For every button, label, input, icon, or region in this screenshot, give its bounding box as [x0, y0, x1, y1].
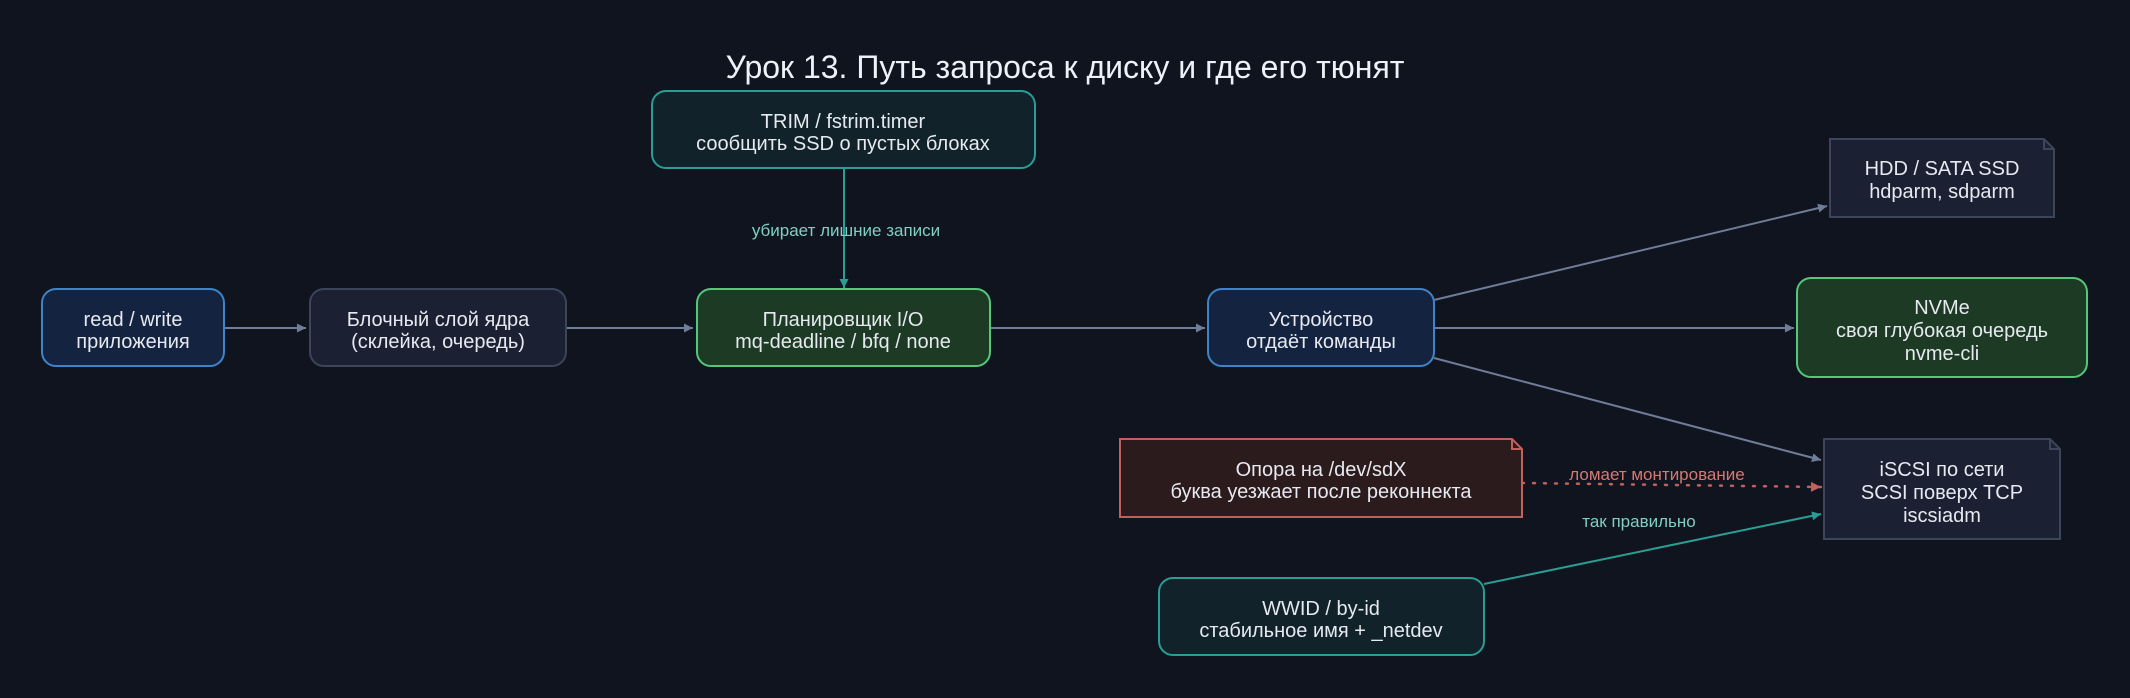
svg-text:nvme-cli: nvme-cli [1905, 343, 1979, 365]
svg-text:WWID / by-id: WWID / by-id [1262, 598, 1380, 620]
svg-text:буква уезжает после реконнекта: буква уезжает после реконнекта [1170, 481, 1472, 503]
svg-text:(склейка, очередь): (склейка, очередь) [351, 331, 525, 353]
svg-text:NVMe: NVMe [1914, 297, 1970, 319]
edge-label-trim-sched: убирает лишние записи [752, 221, 940, 240]
node-nvme: NVMe своя глубокая очередь nvme-cli [1796, 277, 2088, 378]
node-wwid: WWID / by-id стабильное имя + _netdev [1158, 577, 1485, 656]
svg-text:iSCSI по сети: iSCSI по сети [1880, 459, 2005, 481]
node-device: Устройство отдаёт команды [1207, 288, 1435, 367]
edge-label-wwid-iscsi: так правильно [1582, 512, 1695, 531]
node-nvme-line-1: NVMe [1914, 297, 1970, 319]
note-iscsi: iSCSI по сети SCSI поверх TCP iscsiadm [1823, 438, 2061, 540]
svg-text:read / write: read / write [84, 309, 183, 331]
node-nvme-line-3: nvme-cli [1905, 343, 1979, 365]
node-block-line-2: (склейка, очередь) [351, 331, 525, 353]
node-app: read / write приложения [41, 288, 225, 367]
svg-text:отдаёт команды: отдаёт команды [1246, 331, 1396, 353]
node-wwid-line-2: стабильное имя + _netdev [1199, 620, 1442, 642]
svg-text:HDD / SATA SSD: HDD / SATA SSD [1865, 158, 2020, 180]
note-sdx-line-2: буква уезжает после реконнекта [1170, 481, 1472, 503]
note-hdd-line-2: hdparm, sdparm [1869, 181, 2015, 203]
svg-text:сообщить SSD о пустых блоках: сообщить SSD о пустых блоках [696, 133, 990, 155]
svg-text:Планировщик I/O: Планировщик I/O [763, 309, 924, 331]
note-iscsi-line-3: iscsiadm [1903, 505, 1981, 527]
node-trim-line-1: TRIM / fstrim.timer [761, 111, 926, 133]
svg-text:Устройство: Устройство [1269, 309, 1374, 331]
edge-wwid-iscsi [1483, 511, 1822, 585]
node-block-layer: Блочный слой ядра (склейка, очередь) [309, 288, 567, 367]
svg-text:своя глубокая очередь: своя глубокая очередь [1836, 320, 2048, 342]
note-hdd-line-1: HDD / SATA SSD [1865, 158, 2020, 180]
note-sdx-line-1: Опора на /dev/sdX [1236, 459, 1407, 481]
node-trim: TRIM / fstrim.timer сообщить SSD о пусты… [651, 90, 1036, 169]
svg-text:Блочный слой ядра: Блочный слой ядра [347, 309, 530, 331]
node-sched-line-1: Планировщик I/O [763, 309, 924, 331]
node-io-scheduler: Планировщик I/O mq-deadline / bfq / none [696, 288, 991, 367]
note-hdd: HDD / SATA SSD hdparm, sdparm [1829, 138, 2055, 218]
edge-dev-iscsi [1433, 357, 1822, 463]
node-trim-line-2: сообщить SSD о пустых блоках [696, 133, 990, 155]
node-nvme-line-2: своя глубокая очередь [1836, 320, 2048, 342]
note-iscsi-line-1: iSCSI по сети [1880, 459, 2005, 481]
svg-text:TRIM / fstrim.timer: TRIM / fstrim.timer [761, 111, 926, 133]
node-app-line-1: read / write [84, 309, 183, 331]
node-dev-line-2: отдаёт команды [1246, 331, 1396, 353]
node-app-line-2: приложения [76, 331, 189, 353]
node-dev-line-1: Устройство [1269, 309, 1374, 331]
edge-label-sdx-iscsi: ломает монтирование [1569, 465, 1744, 484]
edges [224, 168, 1828, 585]
svg-text:hdparm, sdparm: hdparm, sdparm [1869, 181, 2015, 203]
svg-text:приложения: приложения [76, 331, 189, 353]
svg-text:iscsiadm: iscsiadm [1903, 505, 1981, 527]
note-iscsi-line-2: SCSI поверх TCP [1861, 482, 2023, 504]
svg-text:mq-deadline / bfq / none: mq-deadline / bfq / none [735, 331, 951, 353]
node-wwid-line-1: WWID / by-id [1262, 598, 1380, 620]
page-title: Урок 13. Путь запроса к диску и где его … [726, 49, 1405, 85]
node-block-line-1: Блочный слой ядра [347, 309, 530, 331]
svg-text:SCSI поверх TCP: SCSI поверх TCP [1861, 482, 2023, 504]
node-sched-line-2: mq-deadline / bfq / none [735, 331, 951, 353]
note-sdx: Опора на /dev/sdX буква уезжает после ре… [1119, 438, 1523, 518]
svg-text:стабильное имя + _netdev: стабильное имя + _netdev [1199, 620, 1442, 642]
svg-text:Опора на /dev/sdX: Опора на /dev/sdX [1236, 459, 1407, 481]
edge-dev-hdd [1433, 203, 1828, 301]
